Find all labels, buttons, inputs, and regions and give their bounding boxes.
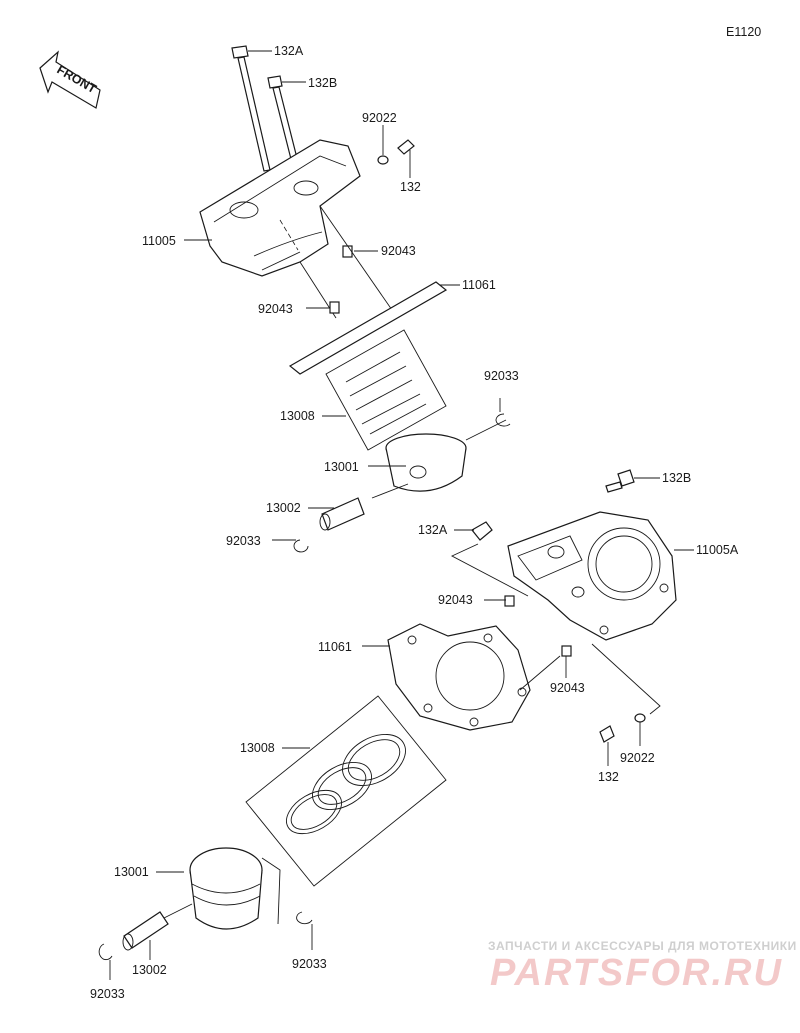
clip-92033-bottom-right — [296, 911, 313, 925]
piston-pin-13002-bottom — [123, 911, 169, 949]
gasket-11061-bottom — [387, 623, 531, 731]
diagram-code: E1120 — [726, 25, 761, 39]
label-13001-bottom: 13001 — [114, 865, 149, 879]
label-92033-top: 92033 — [484, 369, 519, 383]
piston-rings-13008-top — [325, 329, 447, 451]
washer-92022-bottom — [634, 713, 646, 723]
piston-13001-top — [385, 433, 467, 492]
label-92033-bottom-left: 92033 — [90, 987, 125, 1001]
dowel-92043-d — [561, 645, 572, 657]
watermark-tagline: ЗАПЧАСТИ И АКСЕССУАРЫ ДЛЯ МОТОТЕХНИКИ — [488, 939, 797, 953]
label-11061-bottom: 11061 — [318, 640, 352, 654]
dowel-92043-c — [504, 595, 515, 607]
bolt-132B-right — [605, 469, 635, 493]
label-13001-top: 13001 — [324, 460, 359, 474]
bolt-132A-mid — [471, 521, 493, 541]
label-92022-top: 92022 — [362, 111, 397, 125]
label-92043-a: 92043 — [381, 244, 416, 258]
label-132A-mid: 132A — [418, 523, 448, 537]
bolt-132A-top — [231, 45, 272, 172]
cylinder-head-11005 — [199, 139, 361, 277]
label-92043-d: 92043 — [550, 681, 585, 695]
dowel-92043-b — [329, 301, 340, 314]
label-132A-top: 132A — [274, 44, 304, 58]
label-92022-bottom: 92022 — [620, 751, 655, 765]
label-11005: 11005 — [142, 234, 176, 248]
label-132-top: 132 — [400, 180, 421, 194]
label-13002-top: 13002 — [266, 501, 301, 515]
bolt-132-bottom — [599, 725, 615, 743]
piston-13001-bottom — [189, 847, 263, 930]
label-13008-top: 13008 — [280, 409, 315, 423]
bolt-132B-top — [267, 75, 306, 172]
bolt-132-top — [397, 139, 415, 155]
label-132-bottom: 132 — [598, 770, 619, 784]
piston-pin-13002-top — [321, 497, 365, 531]
watermark-brand: PARTSFOR.RU — [490, 952, 783, 994]
label-11005A: 11005A — [696, 543, 739, 557]
front-arrow-icon: FRONT — [39, 50, 101, 109]
washer-92022-top — [377, 155, 389, 165]
label-132B-top: 132B — [308, 76, 337, 90]
cylinder-11005A — [507, 511, 677, 641]
label-11061-top: 11061 — [462, 278, 496, 292]
piston-rings-13008-bottom — [245, 695, 447, 887]
label-92033-bottom-right: 92033 — [292, 957, 327, 971]
label-92033-left: 92033 — [226, 534, 261, 548]
dowel-92043-a — [342, 245, 353, 258]
gasket-11061-top — [288, 281, 448, 375]
clip-92033-bottom-left — [98, 943, 113, 961]
label-13002-bottom: 13002 — [132, 963, 167, 977]
clip-92033-top — [495, 413, 511, 427]
label-13008-bottom: 13008 — [240, 741, 275, 755]
clip-92033-left — [293, 539, 309, 553]
label-132B-right: 132B — [662, 471, 691, 485]
label-92043-c: 92043 — [438, 593, 473, 607]
label-92043-b: 92043 — [258, 302, 293, 316]
